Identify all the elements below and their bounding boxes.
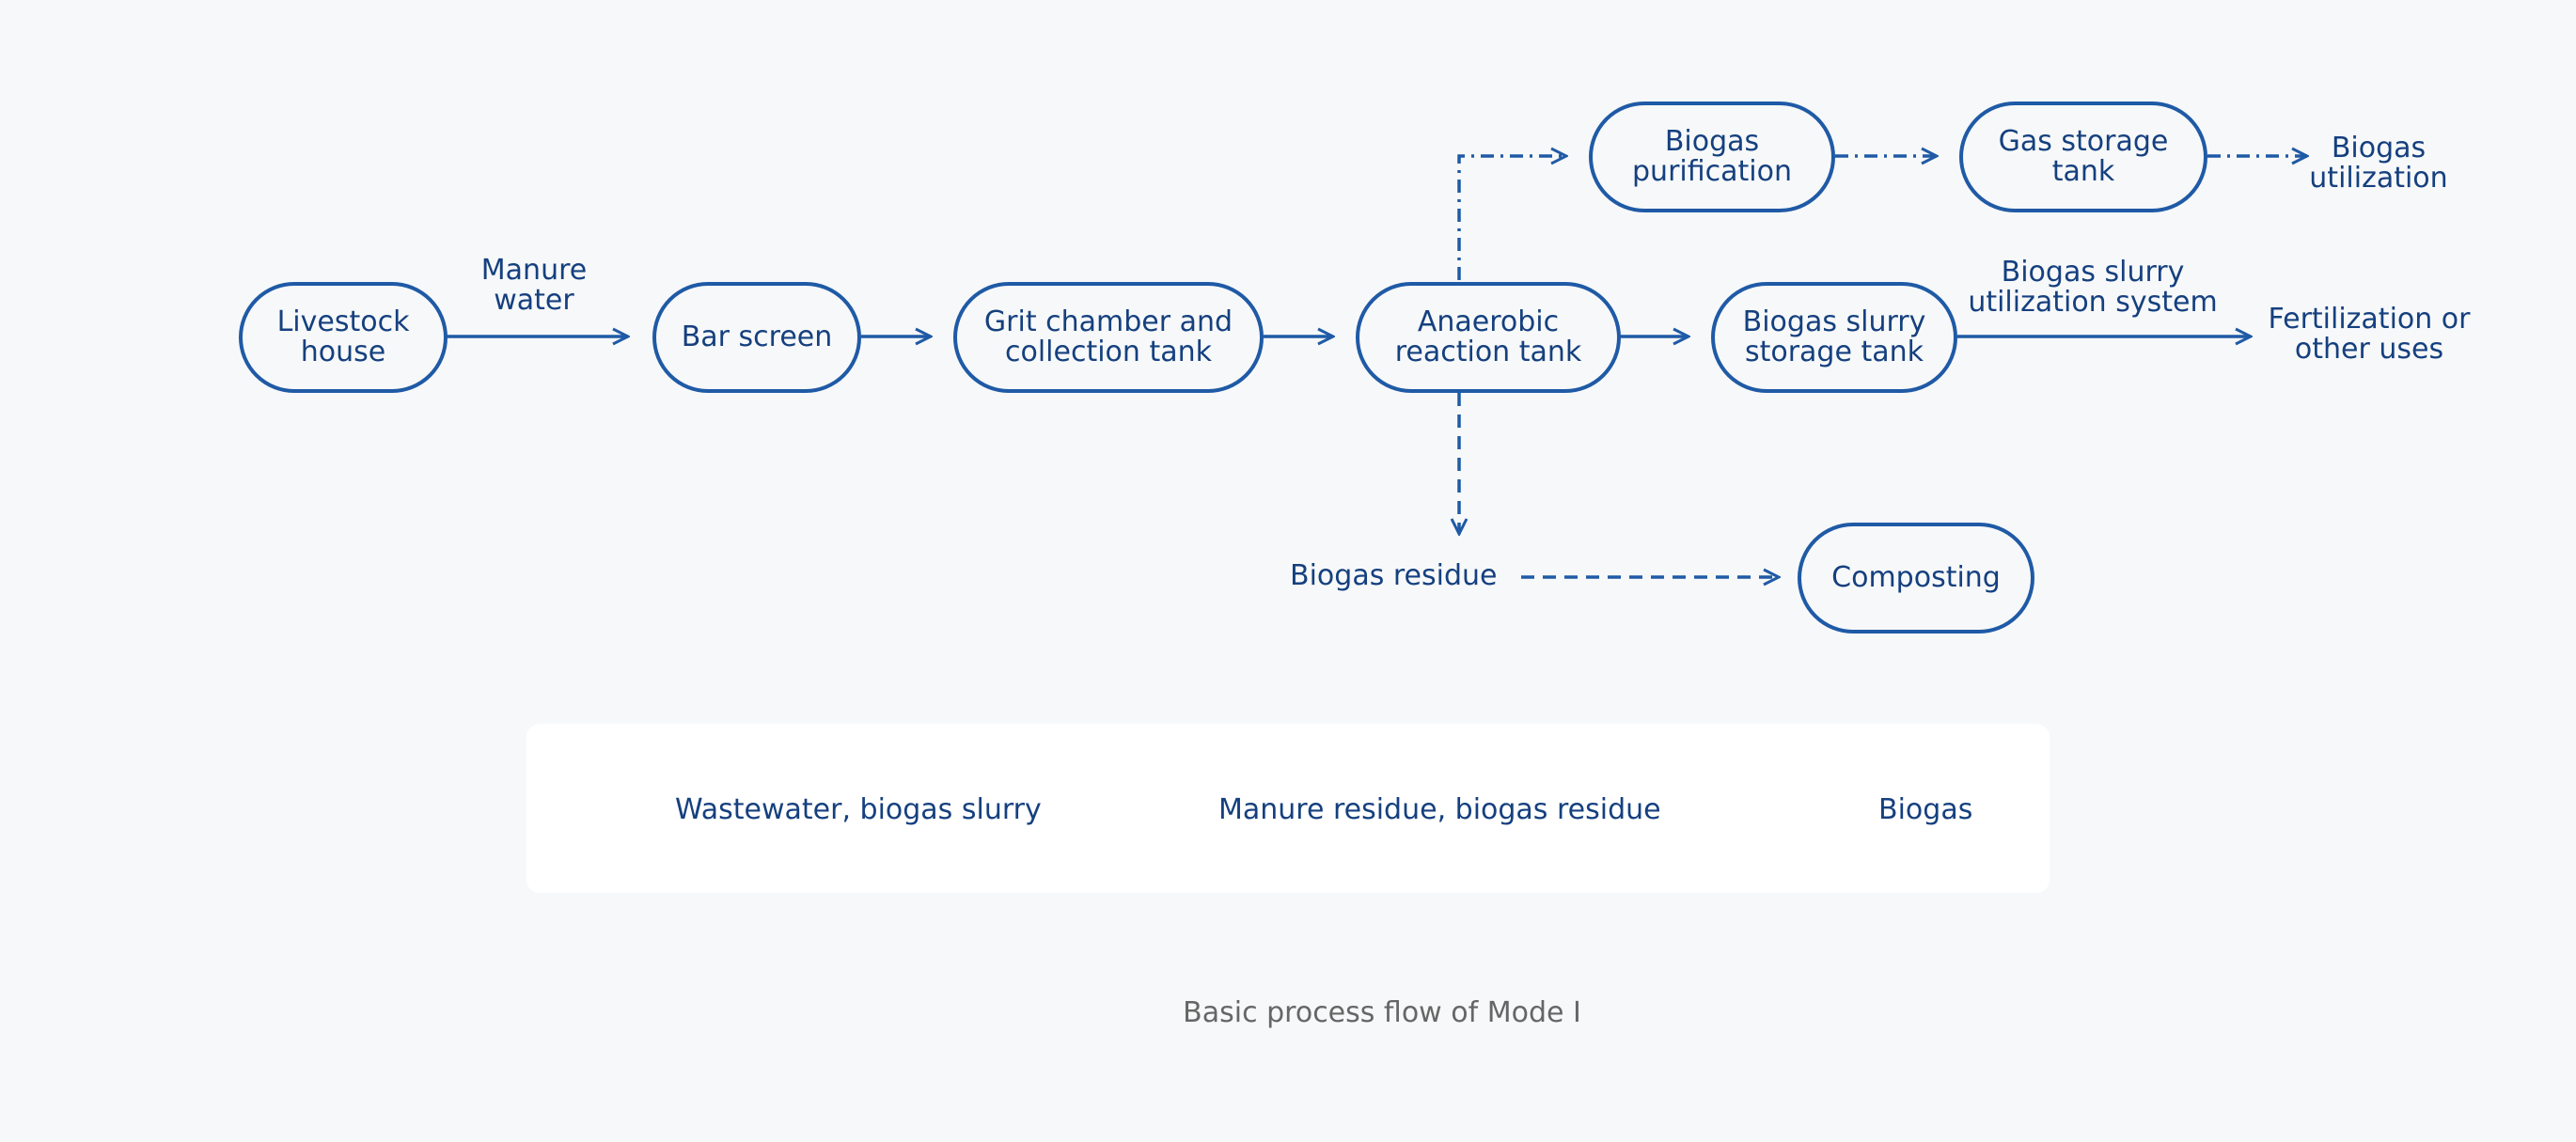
label-fertilization: Fertilization or other uses (2268, 303, 2471, 366)
node-anaerobic-tank-label: Anaerobic reaction tank (1394, 305, 1582, 368)
node-anaerobic-tank: Anaerobic reaction tank (1356, 282, 1621, 393)
figure-caption: Basic process flow of Mode Ⅰ (1183, 996, 1581, 1029)
node-composting: Composting (1798, 523, 2034, 634)
label-biogas-utilization: Biogas utilization (2309, 132, 2448, 195)
node-livestock-house-label: Livestock house (276, 305, 410, 368)
legend (526, 724, 2050, 893)
node-slurry-storage: Biogas slurry storage tank (1711, 282, 1957, 393)
label-biogas-residue: Biogas residue (1290, 559, 1498, 592)
node-bar-screen: Bar screen (652, 282, 861, 393)
node-livestock-house: Livestock house (239, 282, 448, 393)
legend-dashdot-label: Biogas (1878, 793, 1973, 826)
node-gas-storage-label: Gas storage tank (1998, 125, 2169, 188)
node-slurry-storage-label: Biogas slurry storage tank (1742, 305, 1926, 368)
node-biogas-purification: Biogas purification (1589, 102, 1835, 212)
node-grit-chamber-label: Grit chamber and collection tank (983, 305, 1233, 368)
arrow-anaerobic-to-purification (1457, 156, 1566, 280)
label-slurry-utilization-system: Biogas slurry utilization system (1968, 256, 2218, 319)
node-bar-screen-label: Bar screen (681, 321, 833, 353)
legend-solid-label: Wastewater, biogas slurry (675, 793, 1042, 826)
node-gas-storage: Gas storage tank (1959, 102, 2207, 212)
legend-dashed-label: Manure residue, biogas residue (1218, 793, 1661, 826)
node-biogas-purification-label: Biogas purification (1632, 125, 1792, 188)
node-grit-chamber: Grit chamber and collection tank (953, 282, 1264, 393)
node-composting-label: Composting (1831, 561, 2001, 594)
label-manure-water: Manure water (480, 254, 588, 317)
